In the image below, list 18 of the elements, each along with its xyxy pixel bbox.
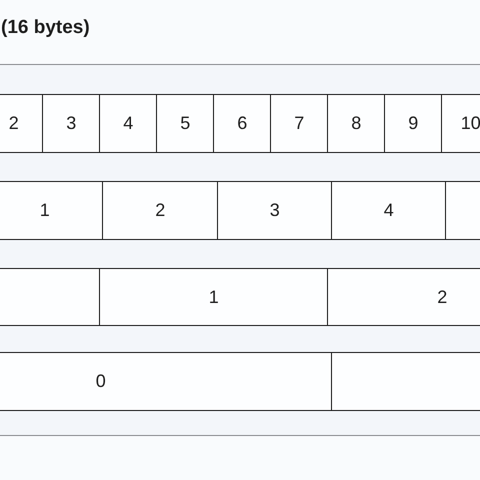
array-cell: 1 [99,268,328,326]
array-cell: 10 [441,94,480,152]
array-cell: 2 [327,268,480,326]
array-cell: 4 [99,94,158,152]
array-cell: 9 [384,94,442,152]
array-cell: 0 [0,352,332,410]
empty-cell [445,181,480,240]
array-cell: 6 [213,94,272,152]
array-cell: 8 [327,94,386,152]
array-cell: 2 [0,94,44,152]
array-cell: 7 [270,94,328,152]
array-cell: 3 [217,181,332,240]
array-cell: 3 [42,94,100,152]
array-cell: 5 [156,94,214,152]
diagram-title: (16 bytes) [1,16,90,40]
array-cell: 4 [331,181,446,240]
array-cell: 1 [0,181,104,240]
array-cell: 2 [102,181,218,240]
